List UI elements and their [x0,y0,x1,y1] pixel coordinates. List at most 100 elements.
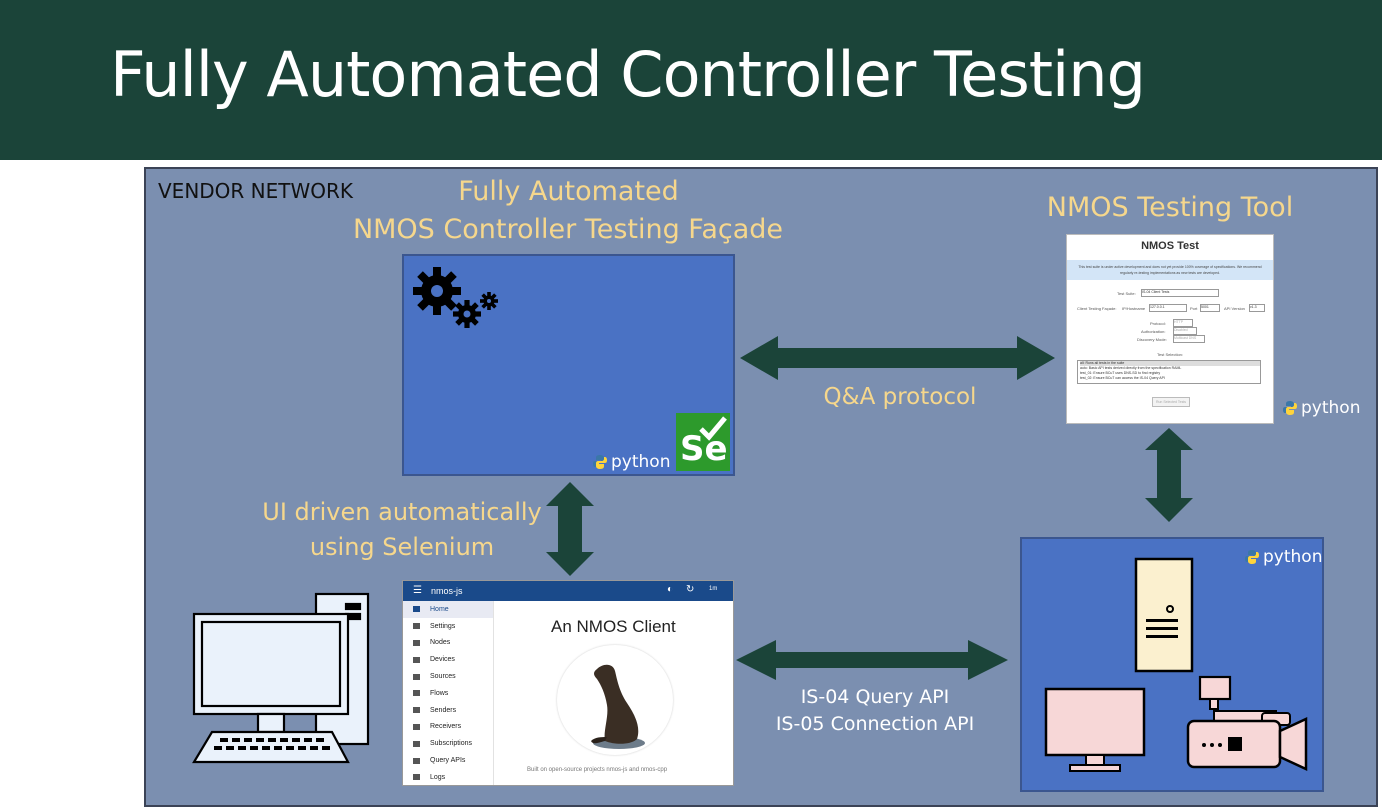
test-option[interactable]: test_02: Ensure BCuT can access the IS-0… [1080,376,1165,380]
python-icon [1245,550,1259,564]
testing-tool-node-arrow [1145,428,1193,522]
protocol-select[interactable]: HTTP [1173,319,1193,327]
query-apis-icon [413,757,420,764]
menu-item-label: Query APIs [430,757,466,765]
server-icon [1134,557,1194,673]
test-option[interactable]: all: Runs all tests in the suite [1080,361,1260,366]
sea-lion-icon [591,664,645,749]
facade-title-line2: NMOS Controller Testing Façade [352,214,784,245]
senders-icon [413,707,420,714]
menu-item-flows[interactable]: Flows [403,685,493,702]
menu-item-senders[interactable]: Senders [403,702,493,719]
home-icon [413,606,420,613]
refresh-interval[interactable]: 1m [709,586,718,592]
testing-tool-page-title: NMOS Test [1141,240,1199,252]
client-app-name: nmos-js [431,586,463,596]
menu-item-query-apis[interactable]: Query APIs [403,752,493,769]
auth-label: Authorization: [1141,329,1166,334]
slide-title: Fully Automated Controller Testing [110,38,1146,111]
node-python-logo: python [1244,547,1322,567]
client-footer: Built on open-source projects nmos-js an… [527,767,668,773]
menu-item-label: Senders [430,706,457,714]
selenium-arrow [546,482,594,576]
testing-tool-python-logo: python [1282,398,1360,418]
menu-item-home[interactable]: Home [403,601,493,618]
flows-icon [413,690,420,697]
sources-icon [413,673,420,680]
vendor-network-label: VENDOR NETWORK [158,179,354,203]
receivers-icon [413,723,420,730]
auth-select[interactable]: Disabled [1173,327,1197,335]
nmos-client-window: ☰ nmos-js ◐ ↻ 1m Home Settings Nodes Dev… [402,580,734,786]
menu-item-subscriptions[interactable]: Subscriptions [403,735,493,752]
selenium-label-line1: UI driven automatically [262,498,542,526]
facade-python-logo: python [592,452,670,472]
menu-item-logs[interactable]: Logs [403,769,493,785]
api-label-line1: IS-04 Query API [800,686,950,708]
menu-item-label: Sources [430,673,456,681]
selenium-logo: Se [676,413,730,471]
client-title: An NMOS Client [551,617,676,636]
menu-item-label: Logs [430,773,446,781]
theme-icon[interactable]: ◐ [667,584,674,595]
python-label: python [1301,398,1361,418]
selenium-label: Se [680,429,728,469]
menu-item-label: Home [430,605,449,613]
title-banner: Fully Automated Controller Testing [0,0,1382,160]
facade-box: python Se [402,254,735,476]
discovery-label: Discovery Mode: [1137,337,1167,342]
menu-item-devices[interactable]: Devices [403,651,493,668]
menu-item-settings[interactable]: Settings [403,618,493,635]
test-suite-select[interactable]: IS-04 Client Tests [1141,289,1219,297]
test-selection-list[interactable]: all: Runs all tests in the suite auto: B… [1077,360,1261,384]
menu-item-label: Subscriptions [430,740,473,748]
menu-item-label: Flows [430,689,449,697]
python-icon [593,455,607,469]
testing-tool-title: NMOS Testing Tool [1046,192,1294,223]
port-input[interactable]: 5001 [1200,304,1220,312]
protocol-label: Protocol: [1150,321,1166,326]
ip-input[interactable]: 127.0.0.1 [1149,304,1187,312]
camera-icon [1186,675,1308,771]
python-label: python [611,452,671,472]
monitor-icon [1044,687,1146,772]
qa-arrow [740,336,1055,380]
subscriptions-icon [413,740,420,747]
qa-protocol-label: Q&A protocol [823,384,977,410]
gears-icon [413,267,498,328]
menu-item-label: Devices [430,656,455,664]
menu-item-nodes[interactable]: Nodes [403,635,493,652]
refresh-icon[interactable]: ↻ [686,584,695,595]
menu-item-label: Nodes [430,639,451,647]
menu-item-receivers[interactable]: Receivers [403,719,493,736]
selenium-label-line2: using Selenium [309,533,495,561]
discovery-select[interactable]: Multicast DNS [1173,335,1205,343]
facade-title-line1: Fully Automated [458,176,679,207]
facade-label: Client Testing Façade: [1077,306,1117,311]
ip-label: IP/Hostname [1122,306,1146,311]
selection-label: Test Selection: [1157,352,1184,357]
nodes-icon [413,639,420,646]
menu-item-label: Receivers [430,723,462,731]
test-option[interactable]: auto: Basic API tests derived directly f… [1080,366,1182,370]
settings-icon [413,623,420,630]
api-version-select[interactable]: v1.3 [1249,304,1265,312]
menu-item-sources[interactable]: Sources [403,668,493,685]
api-arrow [736,640,1008,680]
menu-item-label: Settings [430,622,456,630]
sea-lion-image [557,645,673,755]
test-option[interactable]: test_01: Ensure BCuT uses DNS-SD to find… [1080,371,1161,375]
client-sidebar: Home Settings Nodes Devices Sources Flow… [403,601,494,785]
api-version-label: API Version [1224,306,1245,311]
devices-icon [413,656,420,663]
client-app-bar: ☰ nmos-js ◐ ↻ 1m [403,581,733,601]
computer-icon [192,592,370,764]
port-label: Port [1190,306,1198,311]
python-icon [1283,401,1297,415]
check-icon [699,416,727,441]
menu-icon[interactable]: ☰ [413,585,422,596]
run-tests-button[interactable]: Run Selected Tests [1152,397,1190,407]
testing-tool-window: NMOS Test This test suite is under activ… [1066,234,1274,424]
api-label-line2: IS-05 Connection API [775,713,975,735]
